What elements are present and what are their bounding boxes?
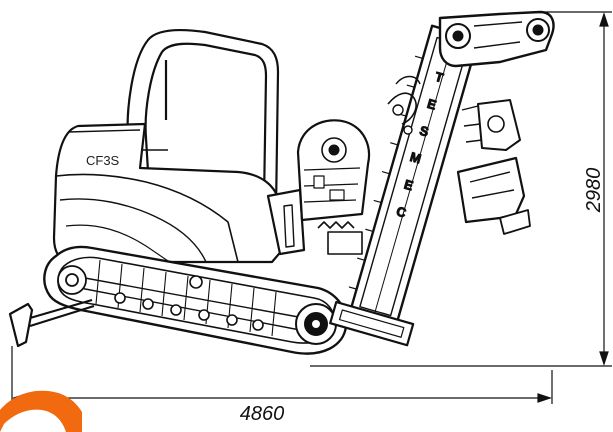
length-dimension-label: 4860 — [240, 403, 285, 425]
track-roller — [114, 275, 264, 331]
mast-head — [438, 10, 555, 68]
trencher-mast: T E S M E C — [329, 24, 480, 347]
engine-body — [52, 122, 306, 264]
brand-letter: M — [408, 149, 423, 166]
height-dimension-label: 2980 — [583, 168, 605, 214]
dimension-lines — [11, 11, 612, 404]
model-label: CF3S — [86, 153, 120, 168]
dozer-blade — [8, 298, 95, 348]
hydraulic-assembly — [296, 75, 531, 255]
front-idler — [57, 265, 87, 295]
crawler-track — [43, 245, 348, 355]
drive-sprocket — [295, 303, 337, 345]
brand-logo-arc — [0, 390, 82, 432]
